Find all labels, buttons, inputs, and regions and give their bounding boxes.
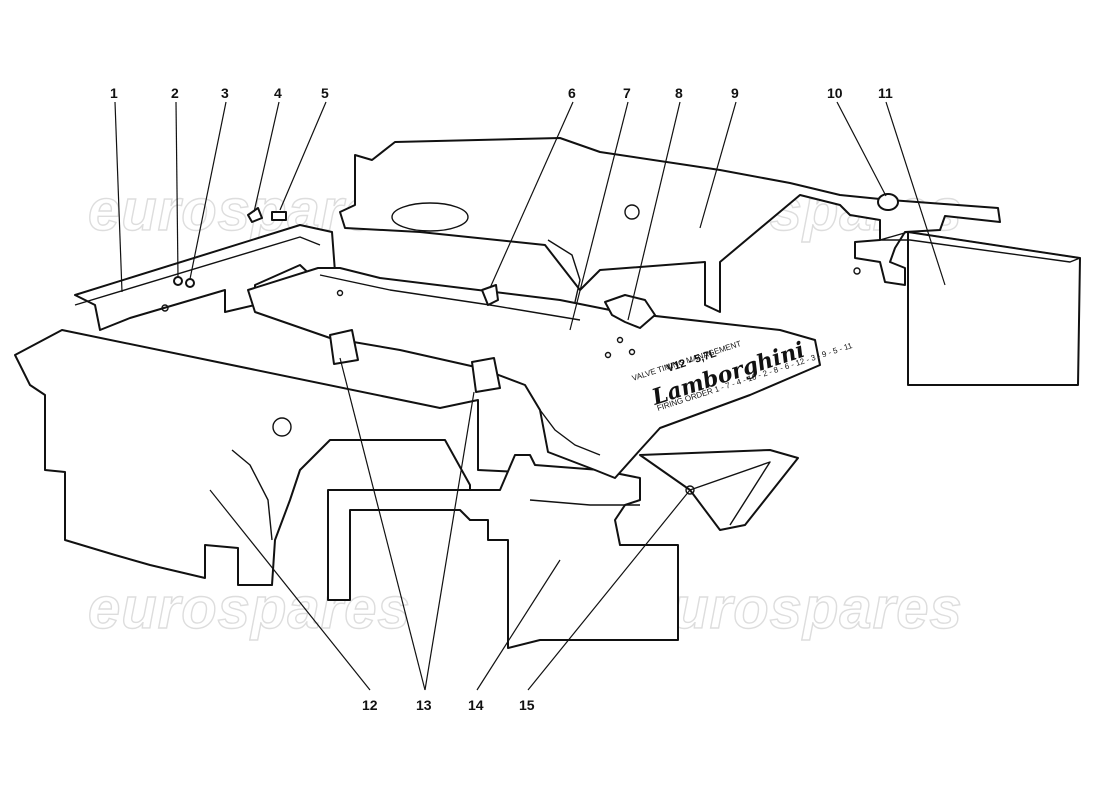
right-panel-flange [879, 231, 1081, 263]
callout-labels: 1 2 3 4 5 6 7 8 9 10 11 12 13 14 15 [110, 85, 893, 713]
callout-13: 13 [416, 697, 432, 713]
callout-14: 14 [468, 697, 484, 713]
grommet-10 [877, 193, 899, 211]
engine-top-cover: V12 - 5,7L VALVE TIMING MANAGEMENT Lambo… [247, 239, 854, 479]
lower-centre-panel [327, 454, 679, 649]
callout-3: 3 [221, 85, 229, 101]
callout-9: 9 [731, 85, 739, 101]
callout-1: 1 [110, 85, 118, 101]
callout-11: 11 [878, 85, 893, 101]
push-clip-6 [481, 284, 499, 306]
callout-4: 4 [274, 85, 282, 101]
front-left-panel [14, 329, 521, 586]
support-bracket [639, 449, 799, 531]
mount-clip-13b [471, 357, 501, 393]
callout-7: 7 [623, 85, 631, 101]
callout-2: 2 [171, 85, 179, 101]
mount-clip-13a [329, 329, 359, 365]
callout-5: 5 [321, 85, 329, 101]
leader-lines [114, 101, 946, 691]
watermark: eurospares [88, 576, 411, 641]
callout-8: 8 [675, 85, 683, 101]
callout-10: 10 [827, 85, 843, 101]
right-side-panel [907, 231, 1081, 386]
callout-15: 15 [519, 697, 535, 713]
watermark: eurospares [640, 576, 963, 641]
fastener-2 [173, 276, 183, 286]
fastener-3 [185, 278, 195, 288]
rear-bulkhead-panel [339, 137, 1001, 313]
callout-6: 6 [568, 85, 576, 101]
callout-12: 12 [362, 697, 378, 713]
screw-5 [271, 211, 287, 221]
